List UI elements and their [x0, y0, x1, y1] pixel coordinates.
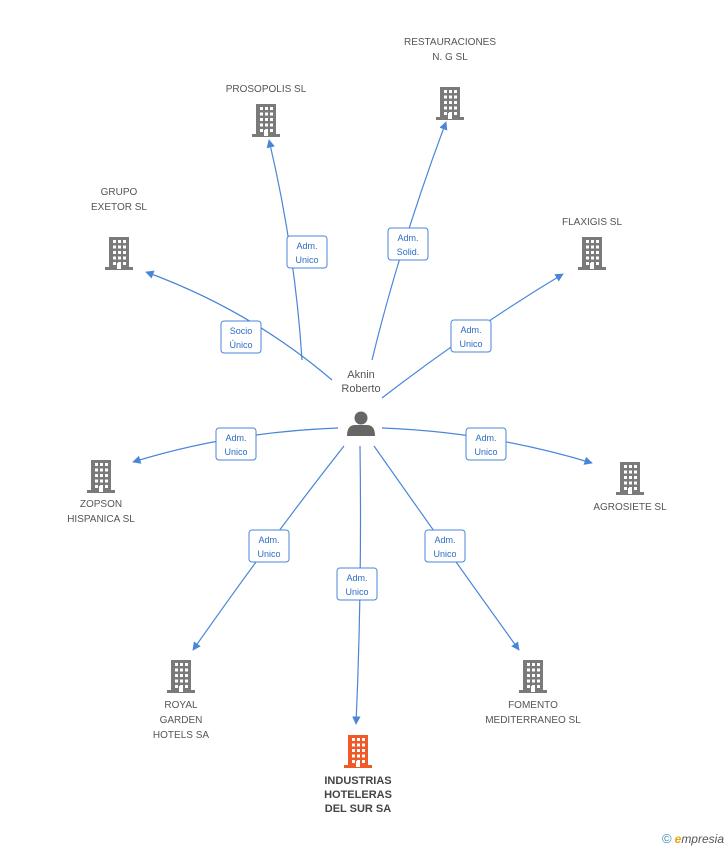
role-text: Adm.: [460, 325, 481, 335]
company-node-flaxigis[interactable]: FLAXIGIS SL: [562, 217, 622, 270]
company-label: EXETOR SL: [91, 202, 147, 213]
brand-initial: e: [674, 831, 682, 846]
role-badge-industrias[interactable]: Adm. Unico: [336, 567, 378, 601]
role-badge-restauraciones[interactable]: Adm. Solid.: [387, 227, 429, 261]
company-node-zopson[interactable]: ZOPSON HISPANICA SL: [67, 460, 135, 525]
person-name: Aknin: [347, 369, 375, 381]
building-icon: [105, 237, 133, 270]
company-label: DEL SUR SA: [325, 803, 391, 815]
edge-grupo-exetor: [145, 270, 333, 381]
role-text: Unico: [295, 255, 318, 265]
building-icon: [436, 87, 464, 120]
company-label: GARDEN: [160, 715, 203, 726]
role-text: Unico: [474, 447, 497, 457]
building-icon: [578, 237, 606, 270]
person-name: Roberto: [341, 383, 380, 395]
building-icon: [519, 660, 547, 693]
company-label: HOTELS SA: [153, 730, 209, 741]
role-text: Unico: [345, 587, 368, 597]
building-icon: [87, 460, 115, 493]
company-node-agrosiete[interactable]: AGROSIETE SL: [593, 462, 667, 513]
company-label: HISPANICA SL: [67, 514, 135, 525]
building-icon: [167, 660, 195, 693]
role-badge-zopson[interactable]: Adm. Unico: [215, 427, 257, 461]
role-badges-layer: Adm.UnicoAdm.Solid.SocioÚnicoAdm.UnicoAd…: [215, 227, 507, 601]
role-badge-prosopolis[interactable]: Adm. Unico: [286, 235, 328, 269]
person-icon: [347, 411, 375, 436]
company-label: N. G SL: [432, 52, 468, 63]
role-text: Unico: [433, 549, 456, 559]
role-text: Adm.: [258, 535, 279, 545]
company-label: AGROSIETE SL: [593, 502, 667, 513]
company-label: MEDITERRANEO SL: [485, 715, 581, 726]
company-label: ROYAL: [164, 700, 198, 711]
role-text: Adm.: [397, 233, 418, 243]
company-label: FLAXIGIS SL: [562, 217, 622, 228]
role-text: Socio: [230, 326, 253, 336]
company-node-prosopolis[interactable]: PROSOPOLIS SL: [226, 84, 307, 137]
role-badge-agrosiete[interactable]: Adm. Unico: [465, 427, 507, 461]
building-icon-highlighted: [344, 735, 372, 768]
role-text: Unico: [224, 447, 247, 457]
role-badge-flaxigis[interactable]: Adm. Unico: [450, 319, 492, 353]
role-badge-royal-garden[interactable]: Adm. Unico: [248, 529, 290, 563]
building-icon: [616, 462, 644, 495]
role-text: Unico: [459, 339, 482, 349]
role-text: Adm.: [475, 433, 496, 443]
company-label: RESTAURACIONES: [404, 37, 496, 48]
company-label: FOMENTO: [508, 700, 558, 711]
role-text: Adm.: [296, 241, 317, 251]
role-text: Unico: [257, 549, 280, 559]
building-icon: [252, 104, 280, 137]
footer-brand: © empresia: [662, 831, 724, 846]
brand-name: mpresia: [681, 831, 724, 846]
company-label: GRUPO: [101, 187, 138, 198]
role-text: Único: [229, 340, 252, 350]
company-node-industrias[interactable]: INDUSTRIAS HOTELERAS DEL SUR SA: [324, 735, 392, 815]
company-label: PROSOPOLIS SL: [226, 84, 307, 95]
company-node-grupo-exetor[interactable]: GRUPO EXETOR SL: [91, 187, 147, 270]
copyright-icon: ©: [662, 831, 672, 846]
company-node-restauraciones[interactable]: RESTAURACIONES N. G SL: [404, 37, 496, 120]
role-text: Adm.: [225, 433, 246, 443]
company-node-fomento[interactable]: FOMENTO MEDITERRANEO SL: [485, 660, 581, 726]
role-text: Adm.: [346, 573, 367, 583]
brand-logo[interactable]: empresia: [675, 832, 724, 846]
role-text: Solid.: [397, 247, 420, 257]
role-text: Adm.: [434, 535, 455, 545]
company-nodes-layer: PROSOPOLIS SL RESTAURACIONES N. G SL GRUPO E…: [67, 37, 667, 815]
role-badge-fomento[interactable]: Adm. Unico: [424, 529, 466, 563]
company-label: INDUSTRIAS: [324, 775, 391, 787]
company-label: HOTELERAS: [324, 789, 392, 801]
company-label: ZOPSON: [80, 499, 122, 510]
company-node-royal-garden[interactable]: ROYAL GARDEN HOTELS SA: [153, 660, 209, 741]
